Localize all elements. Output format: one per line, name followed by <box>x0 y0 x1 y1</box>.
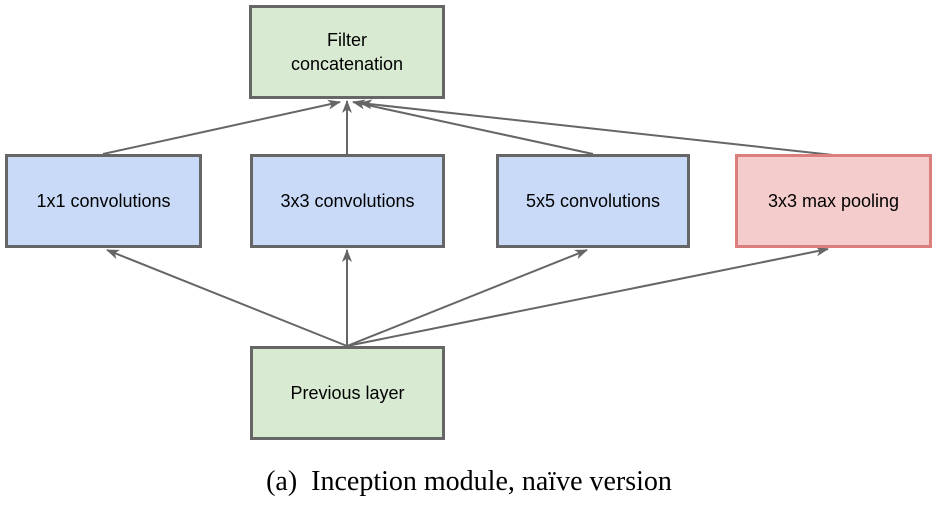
edge-conv5x5-to-filter-concat <box>352 99 594 155</box>
node-label: Filter concatenation <box>290 29 404 74</box>
caption-prefix: (a) <box>266 466 298 497</box>
node-label: 3x3 convolutions <box>280 190 415 211</box>
edge-previous-to-maxpool <box>346 246 829 347</box>
node-1x1-convolutions: 1x1 convolutions <box>5 154 202 248</box>
node-label: 3x3 max pooling <box>767 190 900 211</box>
node-label: 1x1 convolutions <box>36 190 171 211</box>
node-3x3-convolutions: 3x3 convolutions <box>250 154 445 248</box>
node-label: 5x5 convolutions <box>525 190 661 211</box>
edge-conv1x1-to-filter-concat <box>102 99 341 155</box>
edge-maxpool-to-filter-concat <box>359 99 834 156</box>
edge-previous-to-conv5x5 <box>346 249 588 347</box>
node-filter-concatenation: Filter concatenation <box>249 5 445 99</box>
node-previous-layer: Previous layer <box>250 346 445 440</box>
edge-previous-to-conv1x1 <box>106 249 348 347</box>
figure-caption: (a) Inception module, naïve version <box>0 466 938 498</box>
node-5x5-convolutions: 5x5 convolutions <box>496 154 690 248</box>
caption-text: Inception module, naïve version <box>311 466 672 497</box>
node-label: Previous layer <box>290 382 405 403</box>
node-3x3-max-pooling: 3x3 max pooling <box>735 154 932 248</box>
